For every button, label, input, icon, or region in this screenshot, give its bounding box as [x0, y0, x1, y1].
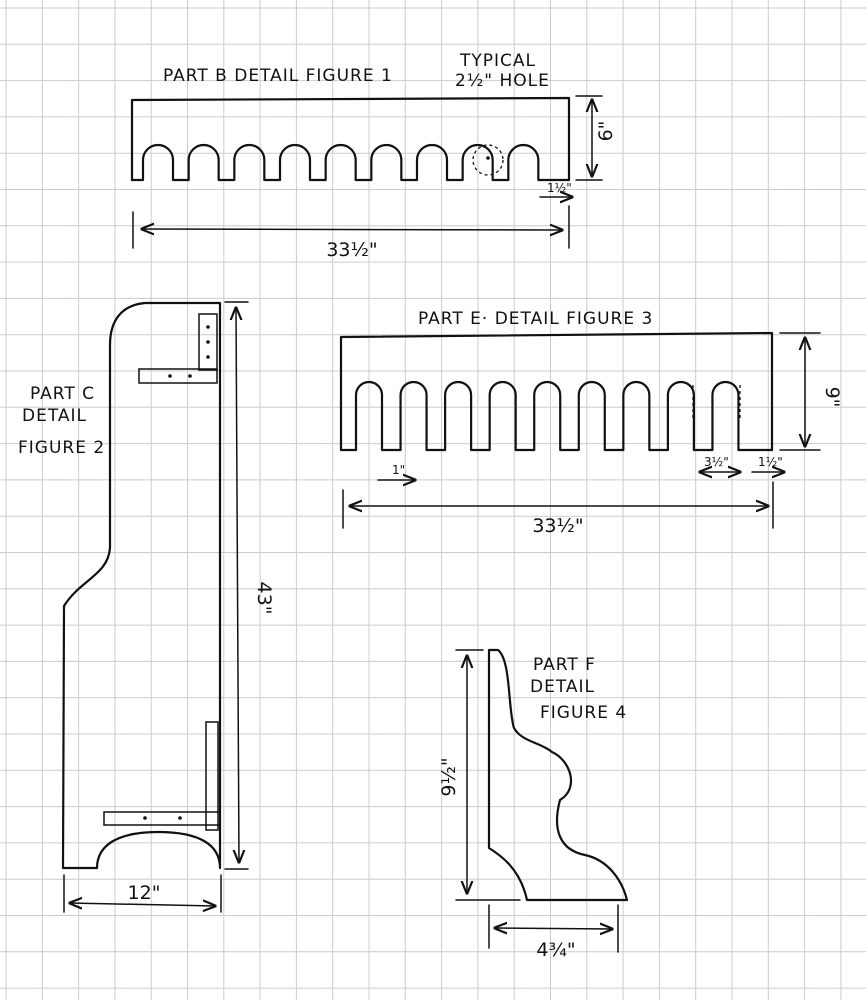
figure-1-bottom-edge-with-holes	[130, 143, 571, 182]
f2-height-label: 43"	[253, 582, 275, 615]
f3-slot-label: 3½"	[704, 455, 729, 469]
f2-screw-4	[168, 374, 172, 378]
figure-4-title-line2: DETAIL	[530, 677, 595, 697]
figure-1-holes	[130, 143, 571, 182]
f2-height-dim-line	[236, 308, 239, 862]
figure-2-bottom-cleat-vertical	[205, 721, 219, 831]
figure-2-title-line1: PART C	[30, 384, 95, 404]
figure-4-title-line3: FIGURE 4	[540, 703, 627, 723]
figure-1-note-typical: TYPICAL	[459, 51, 536, 71]
figure-3-bottom-edge-with-slots	[339, 380, 774, 452]
f3-edge-label: 1½"	[758, 455, 783, 469]
f2-width-dim-line	[70, 903, 215, 906]
f4-width-dim-line	[495, 928, 612, 929]
f1-edge-label: 1½"	[547, 181, 572, 195]
f2-screw-6	[143, 816, 147, 820]
f3-height-label: 9"	[821, 387, 843, 408]
figure-1-typical-hole-circle	[472, 144, 504, 176]
figure-1-part-b: PART B DETAIL FIGURE 1 TYPICAL 2½" HOLE …	[130, 51, 617, 261]
f2-width-label: 12"	[128, 882, 161, 904]
f2-screw-7	[178, 816, 182, 820]
figure-3-slots	[339, 380, 774, 452]
figure-1-hole-center	[486, 156, 490, 160]
f1-height-label: 6"	[595, 121, 617, 142]
f3-gap-label: 1"	[392, 463, 405, 477]
figure-4-title-line1: PART F	[533, 655, 596, 675]
figure-2-part-c: PART C DETAIL FIGURE 2 43" 12"	[18, 301, 275, 913]
figure-2-title-line3: FIGURE 2	[18, 438, 105, 458]
f2-screw-2	[206, 340, 210, 344]
f2-screw-3	[206, 355, 210, 359]
f2-screw-5	[188, 374, 192, 378]
figure-2-bottom-cleat-horizontal	[103, 811, 221, 826]
figure-1-note-hole: 2½" HOLE	[455, 71, 550, 91]
f2-screw-1	[206, 325, 210, 329]
figure-3-board-outline	[339, 331, 774, 452]
f3-width-label: 33½"	[532, 515, 583, 537]
figure-2-top-cleat-horizontal	[138, 368, 218, 384]
figure-3-part-e: PART E· DETAIL FIGURE 3 9" 1" 3½" 1½" 33…	[339, 309, 843, 537]
f4-height-label: 9½"	[438, 757, 460, 796]
figure-2-top-cleat-vertical	[198, 313, 218, 371]
figure-4-part-f: PART F DETAIL FIGURE 4 9½" 4¾"	[438, 648, 629, 961]
f1-width-label: 33½"	[326, 239, 377, 261]
figure-2-title-line2: DETAIL	[22, 406, 87, 426]
figure-3-title: PART E· DETAIL FIGURE 3	[418, 309, 653, 329]
f1-width-dim-line	[142, 229, 562, 230]
figure-1-board-outline	[130, 96, 571, 182]
figure-2-side-panel-outline	[61, 301, 222, 870]
figure-4-bracket-outline	[487, 648, 629, 902]
f4-width-label: 4¾"	[536, 939, 575, 961]
figure-1-title: PART B DETAIL FIGURE 1	[163, 66, 393, 86]
